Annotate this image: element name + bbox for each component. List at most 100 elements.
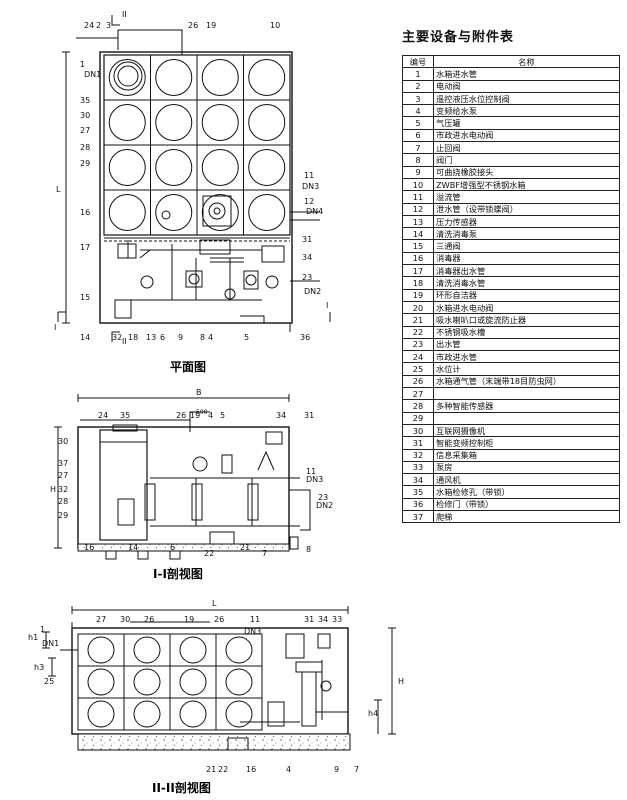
row-number: 10 <box>402 177 434 192</box>
row-number: 2 <box>402 79 434 93</box>
row-number: 1 <box>402 67 434 81</box>
tank-panel <box>196 144 244 191</box>
callout-number: 31 <box>304 615 314 624</box>
row-name: 变频给水泵 <box>433 104 620 118</box>
tank-panel <box>150 189 198 236</box>
callout-number: 5 <box>220 411 225 420</box>
row-name: 泄水管（设带锁蝶阀） <box>433 202 620 216</box>
plan-tank-grid <box>103 54 291 236</box>
table-row: 27 <box>402 387 620 401</box>
tank-panel <box>150 54 198 101</box>
row-name: 压力传感器 <box>433 214 620 229</box>
s2-control-cabinet <box>285 633 305 659</box>
callout-number: 37 <box>58 459 68 468</box>
panel-reinforcement <box>133 700 161 728</box>
row-name: 水箱通气管（末端带18目防虫网） <box>433 374 620 389</box>
panel-reinforcement <box>248 104 286 141</box>
row-name: 爬梯 <box>433 509 620 524</box>
tank-panel <box>169 665 217 699</box>
row-name: 遥控液压水位控制阀 <box>433 91 620 106</box>
plan-manhole <box>113 61 143 91</box>
row-name: 检修门（带锁） <box>433 497 620 511</box>
callout-number: 16 <box>80 208 90 217</box>
s1-dim-b: B <box>196 388 202 397</box>
row-number: 6 <box>402 128 434 143</box>
section-1-title: I-I剖视图 <box>153 566 203 581</box>
row-name: 可曲挠橡胶接头 <box>433 165 620 179</box>
row-number: 23 <box>402 337 434 352</box>
s2-dim-h3: h3 <box>34 663 44 672</box>
panel-reinforcement <box>108 104 146 141</box>
panel-reinforcement <box>201 194 239 231</box>
row-number: 17 <box>402 264 434 278</box>
panel-reinforcement <box>225 700 253 728</box>
s2-valve <box>320 680 332 692</box>
plan-pipe-dn2: DN2 <box>304 287 321 296</box>
row-name: 水位计 <box>433 362 620 376</box>
row-number: 4 <box>402 104 434 118</box>
s1-dim-500: 500 <box>196 409 208 416</box>
row-name: 气压罐 <box>433 116 620 130</box>
s2-floor-slab <box>77 733 351 751</box>
row-name: 市政进水电动阀 <box>433 128 620 143</box>
callout-number: 35 <box>120 411 130 420</box>
callout-number: 27 <box>80 126 90 135</box>
plan-section-mark-a-left: I <box>54 323 56 332</box>
callout-number: 26 <box>188 21 198 30</box>
row-number: 21 <box>402 313 434 327</box>
s1-pump-a <box>144 483 156 521</box>
s2-dim-h4: h4 <box>368 709 378 718</box>
row-name: 清洗消毒泵 <box>433 227 620 241</box>
panel-reinforcement <box>108 194 146 231</box>
callout-number: 36 <box>300 333 310 342</box>
tank-panel <box>77 665 125 699</box>
row-number: 11 <box>402 190 434 204</box>
callout-number: 2 <box>96 21 101 30</box>
tank-panel <box>243 189 291 236</box>
s2-disinfector <box>267 701 285 727</box>
row-number: 16 <box>402 251 434 266</box>
plan-pump-c <box>243 270 259 290</box>
callout-number: 17 <box>80 243 90 252</box>
s1-pipe-dn3: DN3 <box>306 475 323 484</box>
tank-panel <box>103 99 151 146</box>
row-name: 通风机 <box>433 473 620 487</box>
plan-pump-a <box>140 275 154 289</box>
table-row: 29 <box>402 411 620 425</box>
s1-pump-c <box>247 483 259 521</box>
s1-manhole <box>112 424 138 432</box>
plan-pipe-dn3: DN3 <box>302 182 319 191</box>
row-name: 智能变频控制柜 <box>433 436 620 450</box>
panel-reinforcement <box>155 149 193 186</box>
row-name: 市政进水管 <box>433 350 620 364</box>
callout-number: 19 <box>184 615 194 624</box>
row-number: 29 <box>402 411 434 425</box>
s1-ring-cleaner <box>192 456 208 472</box>
row-name: 吸水喇叭口或旋流防止器 <box>433 313 620 327</box>
row-number: 36 <box>402 497 434 511</box>
callout-number: 28 <box>58 497 68 506</box>
callout-number: 15 <box>80 293 90 302</box>
callout-number: 29 <box>80 159 90 168</box>
row-number: 30 <box>402 423 434 438</box>
tank-panel <box>169 697 217 731</box>
callout-number: 21 <box>240 543 250 552</box>
tank-panel <box>196 54 244 101</box>
callout-number: 4 <box>208 411 213 420</box>
row-number: 8 <box>402 153 434 167</box>
